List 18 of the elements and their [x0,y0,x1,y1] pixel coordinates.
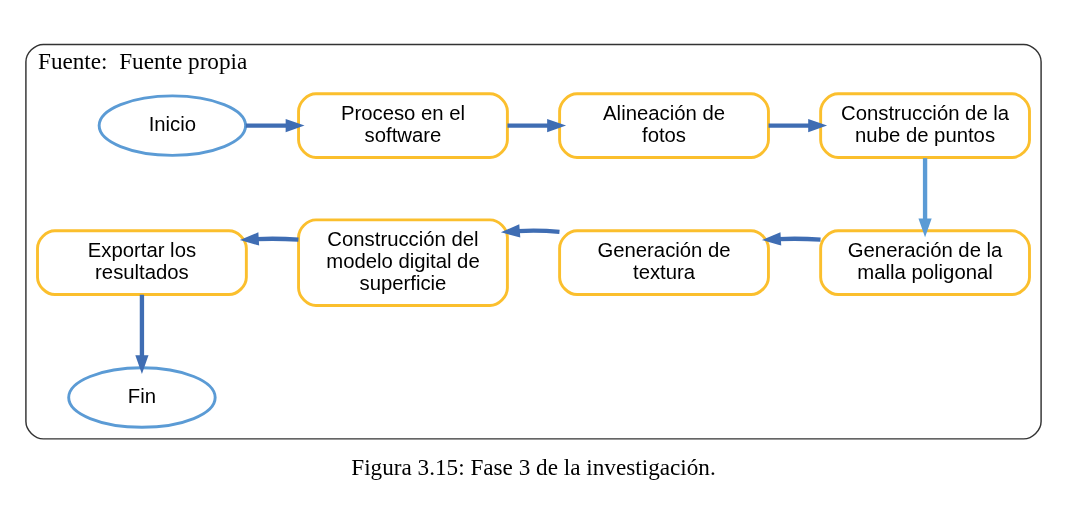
node-box: Proceso en el software [297,91,509,159]
arrow [761,231,821,246]
node-ellipse: Fin [67,365,217,429]
node-box: Alineación de fotos [558,91,770,159]
arrow [768,118,828,132]
node-box: Construcción del modelo digital de superficie [297,217,509,307]
node-box: Generación de la malla poligonal [819,228,1031,296]
node-box: Construcción de la nube de puntos [819,91,1031,159]
arrow [245,118,305,132]
arrow [918,157,932,237]
arrow [507,118,567,132]
node-ellipse: Inicio [97,93,248,157]
arrow [500,223,560,237]
arrow [239,231,299,246]
arrow [135,294,149,374]
node-box: Generación de textura [558,228,770,296]
caption: Figura 3.15: Fase 3 de la investigación. [351,453,716,480]
node-box: Exportar los resultados [36,228,248,296]
